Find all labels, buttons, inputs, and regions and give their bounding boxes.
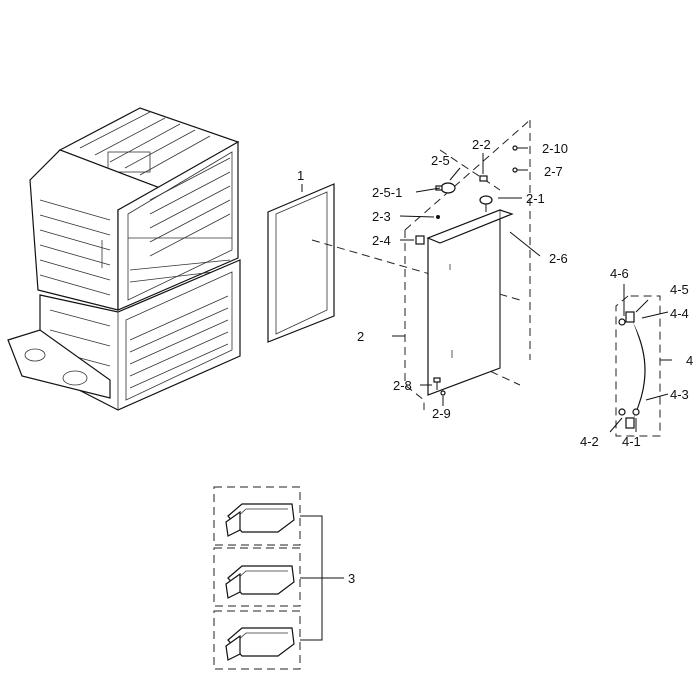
label-2-3: 2-3 [372, 209, 391, 224]
label-1: 1 [297, 168, 304, 183]
label-3: 3 [348, 571, 355, 586]
door-bin-bottom [225, 627, 295, 661]
label-4-5: 4-5 [670, 282, 689, 297]
label-4-1: 4-1 [622, 434, 641, 449]
refrigerator-cabinet [7, 107, 241, 411]
label-2: 2 [357, 329, 364, 344]
door-bins [213, 486, 344, 670]
label-2-7: 2-7 [544, 164, 563, 179]
label-2-4: 2-4 [372, 233, 391, 248]
label-2-1: 2-1 [526, 191, 545, 206]
label-2-8: 2-8 [393, 378, 412, 393]
label-4-6: 4-6 [610, 266, 629, 281]
label-2-2: 2-2 [472, 137, 491, 152]
label-2-5: 2-5 [431, 153, 450, 168]
door-bin-middle [225, 565, 295, 599]
door-gasket [267, 183, 335, 343]
label-4-3: 4-3 [670, 387, 689, 402]
door-assembly [392, 119, 541, 410]
handle-assembly [609, 284, 672, 437]
label-2-6: 2-6 [549, 251, 568, 266]
label-4-2: 4-2 [580, 434, 599, 449]
label-2-5-1: 2-5-1 [372, 185, 402, 200]
door-bin-top [225, 503, 295, 537]
label-2-9: 2-9 [432, 406, 451, 421]
label-2-10: 2-10 [542, 141, 568, 156]
part-labels: 1 2 2-1 2-2 2-3 2-4 2-5 2-5-1 2-6 2-7 2-… [297, 137, 693, 586]
label-4: 4 [686, 353, 693, 368]
label-4-4: 4-4 [670, 306, 689, 321]
gasket-leader [311, 239, 521, 301]
